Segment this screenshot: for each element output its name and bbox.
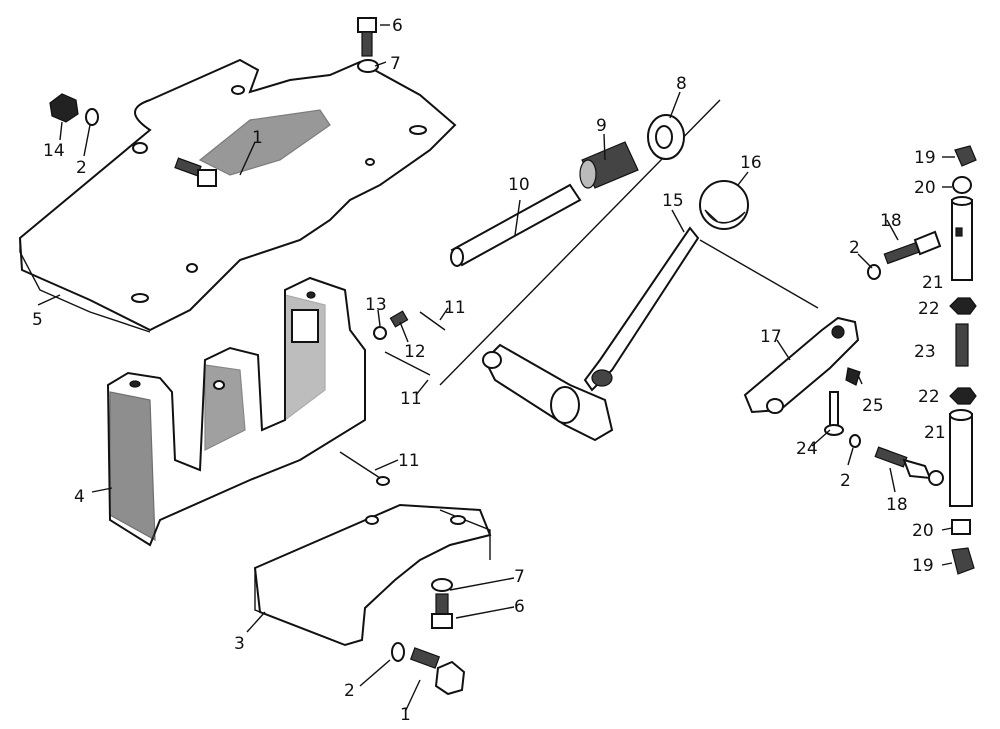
- part-19-cap-top: [954, 145, 977, 167]
- label-21-bottom: 21: [924, 423, 946, 443]
- part-1-bolt-top: [174, 157, 217, 187]
- label-22-top: 22: [918, 299, 940, 319]
- part-20-ring-bottom: [951, 519, 971, 535]
- part-6-bolt-bottom: [431, 593, 453, 629]
- part-8-ring: [647, 114, 685, 160]
- part-16-knob: [699, 180, 749, 230]
- part-10-rod: [450, 183, 582, 267]
- label-11-b: 11: [400, 389, 422, 409]
- label-4: 4: [74, 487, 85, 507]
- label-22-bottom: 22: [918, 387, 940, 407]
- label-2-right-top: 2: [849, 238, 860, 258]
- label-20-bottom: 20: [912, 521, 934, 541]
- part-23-stud: [955, 323, 969, 367]
- part-15-lever: [482, 226, 700, 442]
- part-11-cotter-pin-c: [339, 451, 390, 486]
- part-1-bolt-bottom: [409, 647, 466, 696]
- part-7-washer-top: [357, 59, 379, 73]
- leader-lines: [37, 24, 955, 711]
- label-14: 14: [43, 141, 65, 161]
- label-6-top: 6: [392, 16, 403, 36]
- part-11-cotter-pin-a: [419, 311, 446, 331]
- label-18-top: 18: [880, 211, 902, 231]
- part-2-washer-right-bottom: [849, 434, 861, 448]
- label-5: 5: [32, 310, 43, 330]
- part-9-bushing: [579, 141, 639, 189]
- label-10: 10: [508, 175, 530, 195]
- part-18-rod-end-top: [883, 230, 942, 265]
- label-2-left: 2: [76, 158, 87, 178]
- label-19-bottom: 19: [912, 556, 934, 576]
- part-22-nut-top: [949, 297, 977, 315]
- part-11-cotter-pin-b: [384, 351, 431, 376]
- label-11-c: 11: [398, 451, 420, 471]
- label-6-bottom: 6: [514, 597, 525, 617]
- part-20-ring-top: [952, 176, 972, 194]
- label-24: 24: [796, 439, 818, 459]
- label-11-a: 11: [444, 298, 466, 318]
- label-2-right-bottom: 2: [840, 471, 851, 491]
- callout-labels: 6 7 14 2 1 5 4 3 13 12 11 11 11 10 9 8 1…: [32, 16, 946, 725]
- part-22-nut-bottom: [949, 387, 977, 405]
- part-24-pin: [824, 391, 844, 436]
- part-2-washer-left: [85, 108, 99, 126]
- part-19-cap-bottom: [951, 547, 975, 575]
- label-15: 15: [662, 191, 684, 211]
- label-17: 17: [760, 327, 782, 347]
- label-1-bottom: 1: [400, 705, 411, 725]
- label-19-top: 19: [914, 148, 936, 168]
- label-23: 23: [914, 342, 936, 362]
- part-12-spring: [389, 310, 409, 328]
- label-8: 8: [676, 74, 687, 94]
- part-2-washer-bottom: [391, 642, 405, 662]
- part-13-pin: [373, 326, 387, 340]
- label-18-bottom: 18: [886, 495, 908, 515]
- part-7-washer-bottom: [431, 578, 453, 592]
- label-12: 12: [404, 342, 426, 362]
- label-25: 25: [862, 396, 884, 416]
- part-18-rod-end-bottom: [874, 446, 944, 486]
- label-20-top: 20: [914, 178, 936, 198]
- label-9: 9: [596, 116, 607, 136]
- part-14-nut: [49, 93, 79, 123]
- label-1-top: 1: [252, 128, 263, 148]
- part-17-pedal-arm: [743, 316, 860, 414]
- part-3-lower-bracket: [253, 503, 492, 647]
- label-7-top: 7: [390, 54, 401, 74]
- label-13: 13: [365, 295, 387, 315]
- part-21-tube-bottom: [949, 409, 973, 507]
- part-5-mounting-plate: [18, 58, 457, 333]
- label-2-bottom: 2: [344, 681, 355, 701]
- label-21-top: 21: [922, 273, 944, 293]
- label-3: 3: [234, 634, 245, 654]
- part-21-tube-top: [951, 196, 973, 281]
- label-16: 16: [740, 153, 762, 173]
- part-6-bolt-top: [357, 17, 377, 57]
- part-25-clip: [845, 367, 861, 386]
- part-2-washer-right-top: [867, 264, 881, 280]
- part-4-u-bracket: [106, 276, 366, 547]
- label-7-bottom: 7: [514, 567, 525, 587]
